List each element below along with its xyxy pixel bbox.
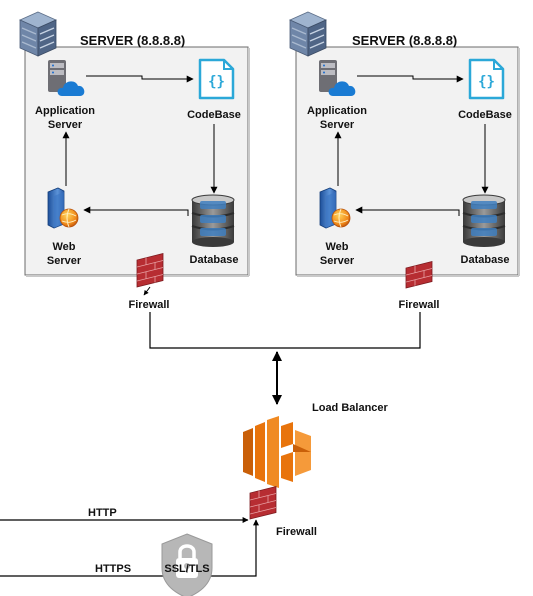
- codebase-icon: {}: [468, 58, 505, 100]
- firewall-icon-2: [405, 261, 433, 289]
- firewall-label-1: Firewall: [129, 299, 170, 311]
- load-balancer-icon: [243, 416, 311, 488]
- database-label-2: Database: [461, 254, 510, 266]
- edge-firewalls-bus: [149, 312, 421, 349]
- svg-text:{}: {}: [208, 74, 225, 90]
- firewall-label-2: Firewall: [399, 299, 440, 311]
- svg-text:{}: {}: [478, 74, 495, 90]
- database-icon: [462, 194, 506, 247]
- database-icon: [191, 194, 235, 247]
- codebase-icon: {}: [198, 58, 235, 100]
- app-server-label-1b: Server: [48, 119, 83, 131]
- firewall-icon-1: [136, 253, 164, 288]
- application-server-icon: [48, 60, 85, 96]
- server-group-1: SERVER (8.8.8.8) Application Server {} C…: [19, 11, 250, 311]
- edge-appserver-codebase-2: [357, 75, 464, 83]
- firewall-label-lb: Firewall: [276, 526, 317, 538]
- ssl-tls-label: SSL/TLS: [164, 563, 209, 575]
- edge-database-webserver-2: [355, 206, 460, 216]
- application-server-icon: [319, 60, 356, 96]
- web-server-label-1a: Web: [52, 241, 75, 253]
- server-title-2: SERVER (8.8.8.8): [352, 33, 457, 48]
- https-label: HTTPS: [95, 563, 131, 575]
- web-server-label-1b: Server: [47, 255, 82, 267]
- app-server-label-2b: Server: [320, 119, 355, 131]
- server-title-1: SERVER (8.8.8.8): [80, 33, 185, 48]
- app-server-label-1a: Application: [35, 105, 95, 117]
- server-group-2: SERVER (8.8.8.8) Application Server {} C…: [289, 11, 520, 311]
- http-label: HTTP: [88, 507, 117, 519]
- server-rack-icon: [19, 11, 57, 57]
- edge-database-webserver-1: [83, 206, 189, 216]
- load-balancer-label: Load Balancer: [312, 402, 389, 414]
- ssl-shield-icon: [161, 533, 213, 596]
- web-server-icon: [47, 187, 79, 229]
- app-server-label-2a: Application: [307, 105, 367, 117]
- server-rack-icon: [289, 11, 327, 57]
- firewall-icon-lb: [249, 486, 277, 520]
- edge-https: [0, 519, 259, 577]
- codebase-label-2: CodeBase: [458, 109, 512, 121]
- web-server-label-2a: Web: [325, 241, 348, 253]
- codebase-label-1: CodeBase: [187, 109, 241, 121]
- web-server-icon: [319, 187, 351, 229]
- web-server-label-2b: Server: [320, 255, 355, 267]
- edge-appserver-codebase-1: [86, 75, 194, 83]
- database-label-1: Database: [190, 254, 239, 266]
